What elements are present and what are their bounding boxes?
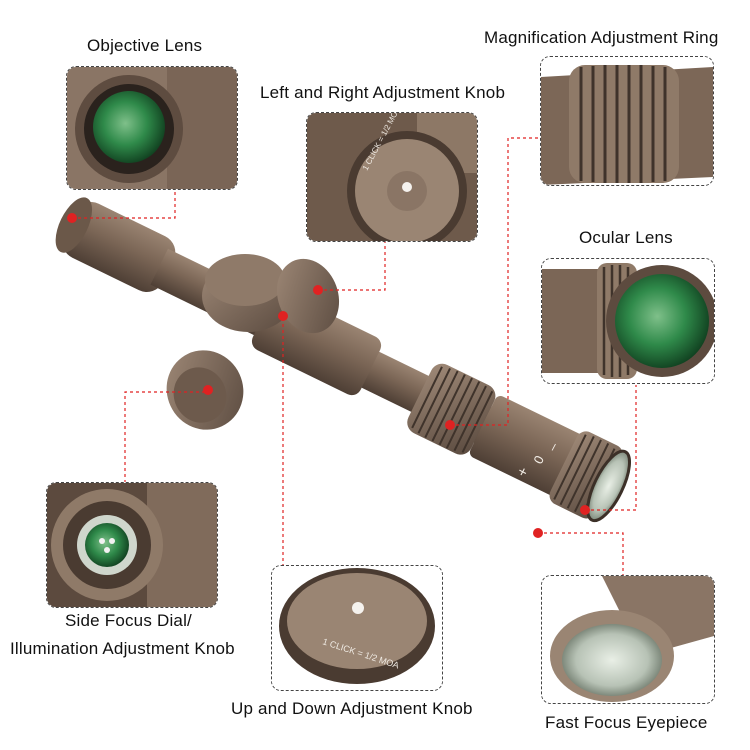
ud-knob-photo: 1 CLICK = 1/2 MOA [272, 566, 442, 690]
inset-fast-focus-eyepiece [541, 575, 715, 704]
callout-dot-ud [278, 311, 288, 321]
callout-dot-mag [445, 420, 455, 430]
label-side-focus-line2: Illumination Adjustment Knob [10, 639, 235, 658]
ocular-lens-photo [542, 259, 714, 383]
magnification-ring-photo [541, 57, 713, 185]
label-objective-lens: Objective Lens [87, 36, 203, 55]
inset-ocular-lens [541, 258, 715, 384]
label-side-focus-line1: Side Focus Dial/ [65, 611, 192, 630]
callout-dot-lr [313, 285, 323, 295]
callout-dot-eyepiece [533, 528, 543, 538]
inset-ud-knob: 1 CLICK = 1/2 MOA [271, 565, 443, 691]
label-fast-focus: Fast Focus Eyepiece [545, 713, 708, 732]
label-lr-knob: Left and Right Adjustment Knob [260, 83, 506, 102]
callout-lr-line [318, 242, 386, 291]
label-magnification-ring: Magnification Adjustment Ring [484, 28, 719, 47]
inset-side-focus-dial [46, 482, 218, 608]
inset-magnification-ring [540, 56, 714, 186]
callout-mag-line [450, 137, 540, 426]
inset-objective-lens [66, 66, 238, 190]
callout-sidefocus-line [124, 391, 205, 482]
callout-dot-sidefocus [203, 385, 213, 395]
callout-dot-objective [67, 213, 77, 223]
objective-lens-photo [67, 67, 237, 189]
label-ud-knob: Up and Down Adjustment Knob [231, 699, 473, 718]
fast-focus-eyepiece-photo [542, 576, 714, 703]
inset-lr-knob: 1 CLICK = 1/2 MOA [306, 112, 478, 242]
side-focus-dial-photo [47, 483, 217, 607]
callout-objective-line [72, 192, 176, 219]
callout-dot-ocular [580, 505, 590, 515]
callout-eyepiece-line [538, 532, 624, 575]
lr-knob-photo: 1 CLICK = 1/2 MOA [307, 113, 477, 241]
label-ocular-lens: Ocular Lens [579, 228, 673, 247]
callout-ocular-line [585, 385, 637, 511]
